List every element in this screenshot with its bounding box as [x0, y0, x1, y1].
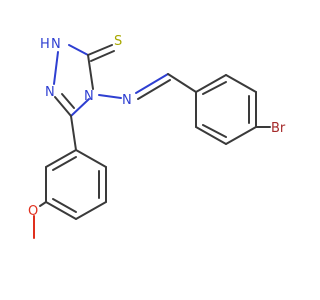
bond-c-o: [39, 201, 47, 207]
thione-group: [87, 44, 115, 62]
bond-c3-n4: [87, 54, 94, 90]
triazole-ring: [53, 44, 94, 117]
atom-label-n2: N: [45, 85, 55, 100]
atom-label-n1: N: [51, 37, 61, 52]
molecule-structure: H N S N N N O Br: [28, 34, 286, 239]
bph-inner-1: [202, 81, 227, 95]
imine-double-bond: [135, 73, 171, 100]
atom-label-o: O: [28, 204, 38, 219]
atom-label-n1h-h: H: [40, 37, 50, 52]
mph-bond-4: [45, 201, 77, 220]
bond-n-ch-2: [137, 79, 171, 100]
bond-c5-n2-inner: [61, 93, 75, 109]
atom-label-n-imine: N: [122, 93, 132, 108]
atom-labels: H N S N N N O Br: [28, 34, 286, 219]
bond-c-s-1: [87, 44, 113, 56]
bond-n1-c3: [68, 44, 89, 56]
mph-inner-3: [52, 156, 77, 171]
bond-n2-n1: [53, 51, 59, 85]
mph-bond-3: [75, 201, 107, 220]
bond-ch-aryl: [167, 73, 197, 93]
methoxyphenyl-ring: [45, 149, 107, 220]
bond-c-s-2: [90, 50, 115, 62]
bromophenyl-ring: [195, 74, 257, 145]
bond-n4-c5: [70, 98, 90, 117]
bond-c5-aryl: [70, 115, 77, 151]
atom-label-s: S: [114, 34, 122, 49]
bph-inner-3: [202, 124, 227, 138]
bond-n4-nimine: [98, 94, 122, 99]
bph-bond-5: [195, 126, 227, 145]
bond-n-ch-1: [135, 73, 169, 94]
mph-bond-6: [45, 149, 77, 168]
bph-bond-4: [225, 126, 257, 145]
mph-bond-1: [75, 149, 107, 168]
bond-c5-n2: [54, 96, 72, 117]
mph-inner-2: [52, 198, 77, 213]
bph-bond-1: [195, 74, 227, 93]
atom-label-n4: N: [84, 89, 94, 104]
bph-bond-2: [225, 74, 257, 93]
atom-label-br: Br: [271, 121, 286, 136]
